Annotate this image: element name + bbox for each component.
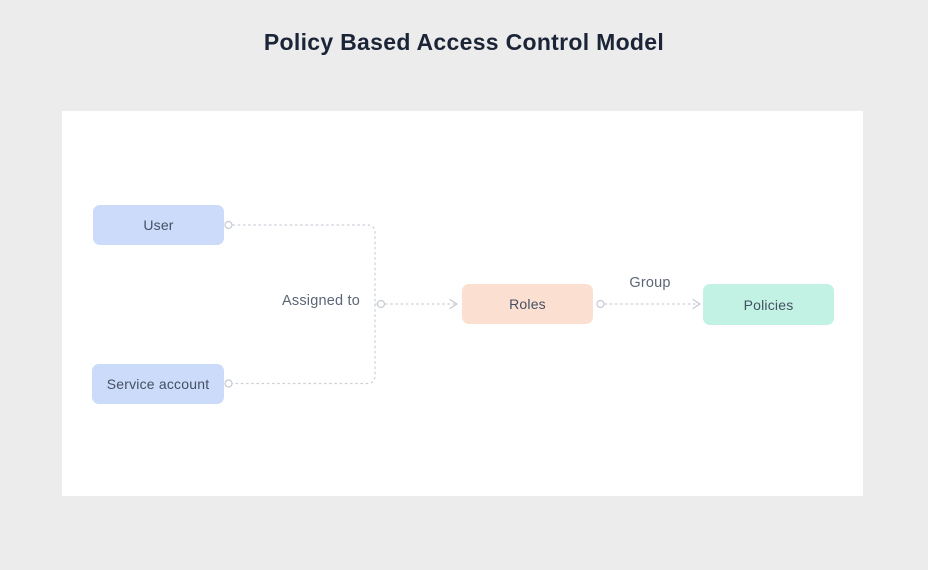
node-user: User <box>93 205 224 245</box>
port-service-account-out <box>224 379 233 388</box>
diagram-canvas: User Service account Roles Policies Assi… <box>62 111 863 496</box>
node-service-account-label: Service account <box>106 376 210 392</box>
arrowhead-into-roles <box>449 298 458 310</box>
port-merge-out <box>376 299 386 309</box>
merge-bracket-line <box>232 224 376 385</box>
arrowhead-into-policies <box>692 298 701 310</box>
node-roles: Roles <box>462 284 593 324</box>
connector-layer <box>224 220 701 388</box>
node-roles-label: Roles <box>509 296 546 312</box>
edge-label-assigned-to: Assigned to <box>282 293 360 309</box>
edge-label-group: Group <box>629 275 671 291</box>
page-title: Policy Based Access Control Model <box>263 29 665 55</box>
port-roles-out <box>596 299 605 309</box>
edge-roles-policies <box>596 298 701 310</box>
node-policies: Policies <box>703 284 834 325</box>
edge-assigned-to-roles <box>376 298 458 310</box>
port-user-out <box>224 220 233 230</box>
node-user-label: User <box>143 217 174 233</box>
node-policies-label: Policies <box>743 296 794 313</box>
node-service-account: Service account <box>92 364 224 404</box>
edge-user-service-merge <box>224 220 377 388</box>
